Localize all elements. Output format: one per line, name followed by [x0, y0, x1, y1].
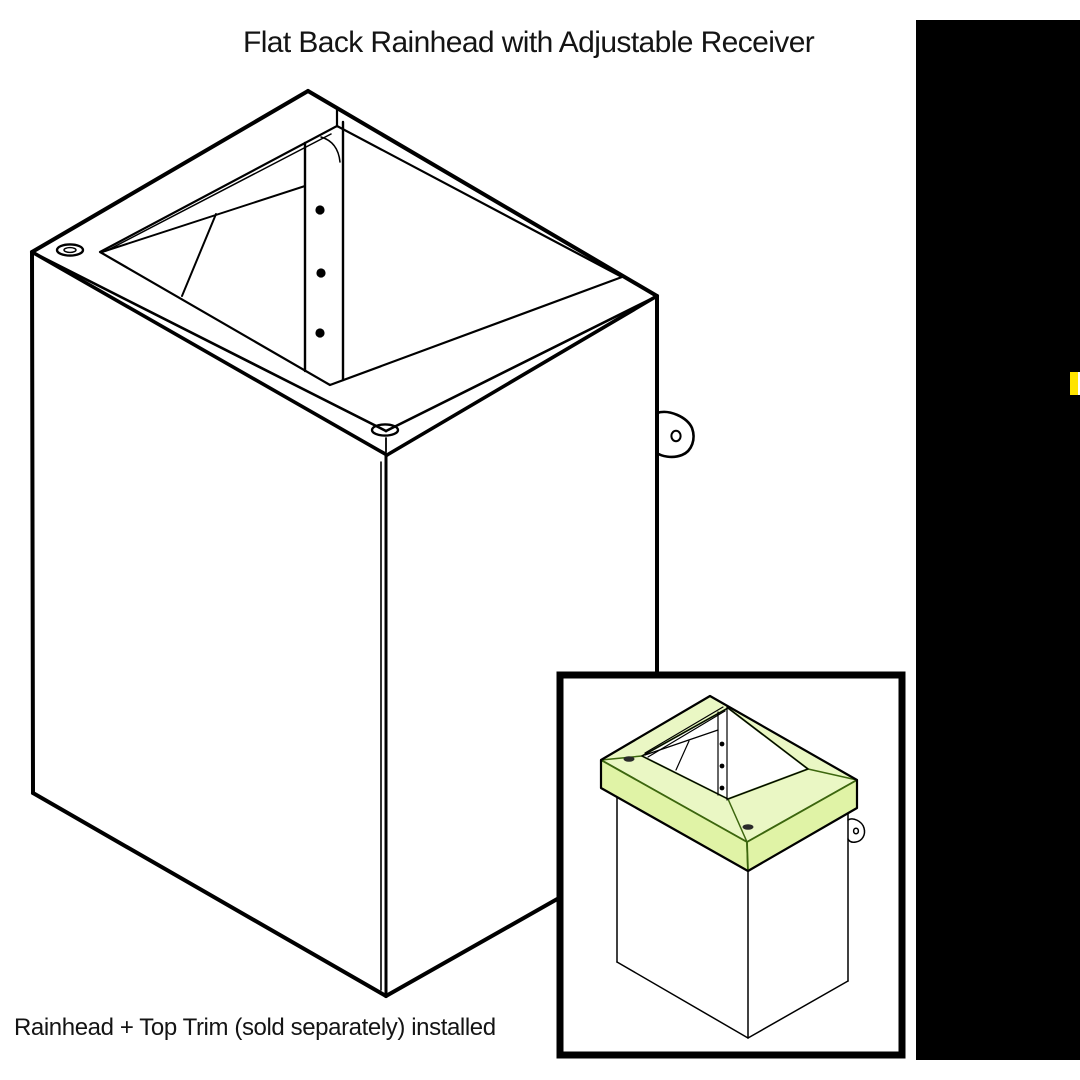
rainhead-main-drawing: [30, 89, 695, 998]
trim-outer-outline: [599, 694, 859, 873]
inset-opening-detail: [640, 705, 810, 801]
inset-receiver-holes: [719, 741, 725, 791]
rim-screw-front: [370, 423, 400, 453]
right-edge-bar: [916, 20, 1080, 1060]
inset-installed-view: [556, 671, 906, 1059]
side-mounting-tab: [655, 410, 695, 459]
rainhead-outline: [30, 89, 659, 998]
inset-frame: [556, 671, 906, 1059]
top-rim: [30, 106, 659, 457]
rim-screw-left: [55, 243, 85, 257]
yellow-highlight-marker: [1070, 372, 1078, 395]
inset-top-trim: [599, 694, 859, 873]
receiver-adjustment-holes: [315, 205, 326, 338]
figure-caption: Rainhead + Top Trim (sold separately) in…: [14, 1014, 496, 1041]
trim-screws: [623, 756, 754, 830]
corner-gusset: [101, 185, 306, 297]
black-sidebar: [916, 20, 1080, 1060]
adjustable-receiver-strip: [303, 120, 345, 382]
trim-miter-lines: [600, 755, 858, 843]
highlight-edge-gap: [1078, 372, 1080, 395]
inset-rainhead-body: [616, 796, 866, 1039]
figure-title: Flat Back Rainhead with Adjustable Recei…: [243, 26, 815, 59]
